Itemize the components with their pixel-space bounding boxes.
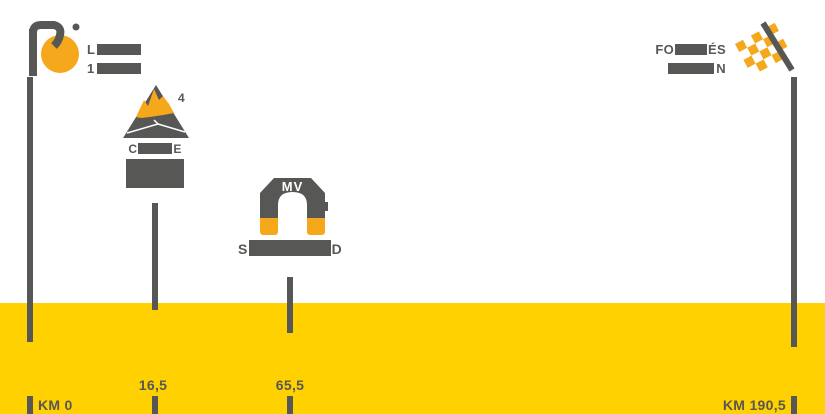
mountain-climb-icon <box>123 85 189 138</box>
redacted-text <box>668 63 715 74</box>
km-tick-start <box>27 396 33 414</box>
km-climb-label: 16,5 <box>138 377 168 393</box>
elevation-band <box>0 303 825 414</box>
checkered-flag-icon <box>735 21 795 72</box>
climb-label-line2 <box>116 157 194 193</box>
start-label-line1: L <box>87 40 142 59</box>
intermediate-marker-bar <box>287 277 293 333</box>
climb-category: 4 <box>178 91 185 105</box>
redacted-text <box>126 159 184 188</box>
finish-marker-bar <box>791 77 797 347</box>
km-intermediate-label: 65,5 <box>275 377 305 393</box>
km-tick-intermediate <box>287 396 293 414</box>
tunnel-arch-icon <box>260 178 328 235</box>
redacted-text <box>248 240 331 256</box>
km-start-label: KM 0 <box>38 397 73 413</box>
km-tick-climb <box>152 396 158 414</box>
tunnel-icon-label: MV <box>281 179 304 194</box>
km-finish-label: KM 190,5 <box>722 397 786 413</box>
cyclist-start-icon <box>29 21 80 76</box>
redacted-text <box>97 44 142 55</box>
redacted-text <box>138 143 173 154</box>
start-label: L 1 <box>87 40 142 78</box>
redacted-text <box>96 63 141 74</box>
start-marker-bar <box>27 77 33 342</box>
redacted-text <box>675 44 708 55</box>
finish-label-line2: N <box>630 59 726 78</box>
climb-marker-bar <box>152 203 158 310</box>
km-tick-finish <box>791 396 797 414</box>
start-label-line2: 1 <box>87 59 141 78</box>
